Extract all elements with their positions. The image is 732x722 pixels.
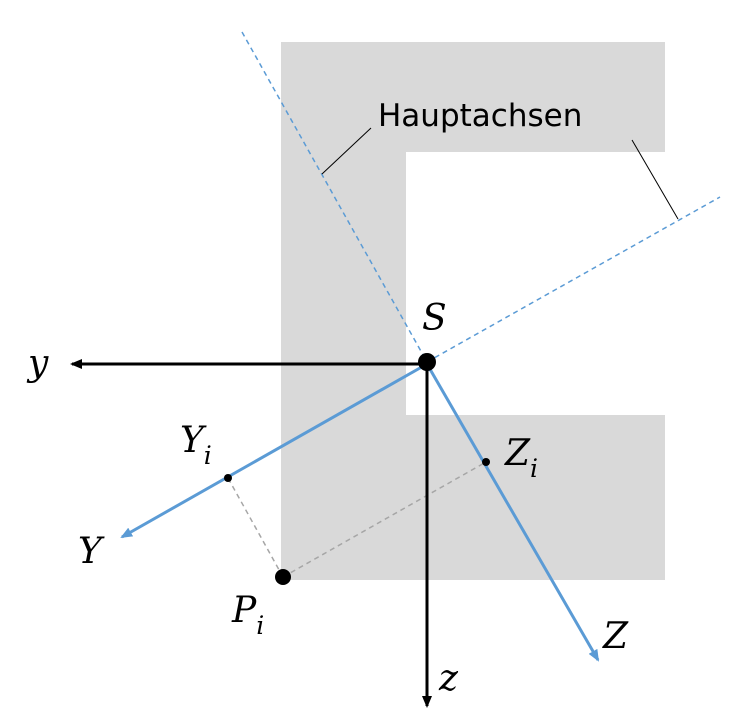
cross-section-shape xyxy=(281,42,665,580)
projection-line-to-Yi xyxy=(227,477,284,578)
label-Pi: Pi xyxy=(231,590,264,640)
label-Yi-main: Y xyxy=(180,420,207,461)
callout-hauptachsen: Hauptachsen xyxy=(378,98,582,134)
label-Zi-sub: i xyxy=(530,454,538,483)
callout-leader-right xyxy=(631,139,679,220)
label-Yi: Yi xyxy=(180,420,212,470)
principal-axis-dashed-2 xyxy=(426,196,721,363)
label-Zi: Zi xyxy=(504,433,538,483)
point-S xyxy=(418,353,436,371)
label-Zi-main: Z xyxy=(504,433,531,474)
point-Yi xyxy=(224,474,232,482)
principal-Y-axis-arrow xyxy=(120,362,428,539)
label-Y: Y xyxy=(78,531,105,572)
label-z: z xyxy=(438,658,459,699)
callout-leader-left xyxy=(321,127,372,175)
label-Z: Z xyxy=(602,616,629,657)
label-S: S xyxy=(422,298,447,339)
point-Zi xyxy=(482,458,490,466)
principal-Z-axis-arrow xyxy=(425,363,600,662)
principal-axis-dashed-1 xyxy=(241,31,428,363)
point-Pi xyxy=(275,569,291,585)
label-y: y xyxy=(26,343,49,384)
projection-line-to-Zi xyxy=(282,461,487,578)
label-Pi-sub: i xyxy=(256,611,264,640)
label-Pi-main: P xyxy=(231,590,257,631)
label-Yi-sub: i xyxy=(204,441,212,470)
